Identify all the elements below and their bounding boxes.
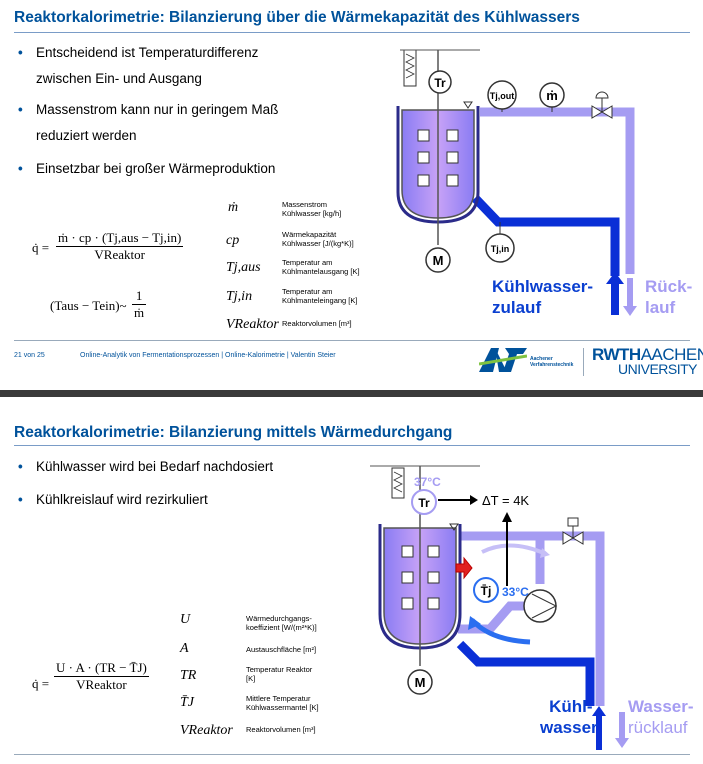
equation-denominator: VReaktor (54, 676, 149, 693)
footer-rule (14, 754, 690, 755)
proportionality: (Taus − Tein)~ (50, 298, 127, 313)
symbol-cp: cp (226, 233, 240, 248)
bullet-3: •Einsetzbar bei großer Wärmeproduktion (18, 161, 276, 176)
page-number: 21 von 25 (14, 352, 45, 359)
flow-arrow-upper (481, 543, 547, 556)
prop-den: ṁ (132, 304, 147, 320)
slide-separator (0, 380, 703, 414)
symbol-a-desc: Austauschfläche [m²] (246, 645, 317, 654)
symbol-u-desc: Wärmedurchgangs-koeffizient [W/(m²*K)] (246, 614, 317, 632)
heater-rod (391, 467, 405, 499)
bullet-2: •Massenstrom kann nur in geringem Maß (18, 102, 279, 117)
feed-pipe (456, 640, 595, 706)
return-arrow (623, 278, 637, 316)
proportionality-fraction: 1 ṁ (132, 288, 147, 321)
symbol-a: A (180, 641, 189, 656)
logo-divider (583, 348, 584, 376)
rwth-logo: RWTHAACHEN UNIVERSITY (592, 345, 703, 377)
svg-text:ṁ: ṁ (546, 88, 558, 103)
outlet-pipe (480, 107, 635, 274)
motor (425, 247, 451, 273)
prop-num: 1 (135, 288, 143, 303)
bullet-1: •Entscheidend ist Temperaturdifferenz (18, 45, 259, 60)
svg-text:Tr: Tr (434, 76, 446, 90)
sensor-tj (473, 577, 499, 603)
svg-text:T̄j: T̄j (481, 584, 492, 598)
symbol-tr-desc: Temperatur Reaktor[K] (246, 665, 313, 683)
bullet-1-cont: zwischen Ein- und Ausgang (36, 71, 202, 86)
equation-fraction: ṁ · cp · (Tj,aus − Tj,in) VReaktor (56, 230, 184, 263)
footer-rule (14, 340, 690, 341)
motor (407, 669, 433, 695)
bullet-2-cont: reduziert werden (36, 128, 137, 143)
svg-text:33°C: 33°C (502, 585, 529, 599)
footer-text: Online-Analytik von Fermentationsprozess… (80, 352, 336, 359)
slide-2: Reaktorkalorimetrie: Bilanzierung mittel… (0, 414, 703, 764)
reactor-diagram-1: M Tr Tj,out ṁ Tj,in (396, 49, 637, 316)
equation-denominator: VReaktor (56, 246, 184, 263)
inflow-arrow (606, 272, 624, 315)
svg-text:Tr: Tr (418, 496, 430, 510)
equation-fraction: U · A · (TR − T̄J) VReaktor (54, 660, 149, 693)
label-kuehlwasserzulauf: Kühlwasser-zulauf (492, 277, 594, 317)
symbol-mdot: ṁ (228, 200, 239, 215)
svg-text:M: M (433, 253, 444, 268)
sensor-tr (428, 70, 452, 94)
recirc-pipe (460, 531, 605, 706)
symbol-tjaus: Tj,aus (226, 260, 261, 275)
svg-text:Tj,out: Tj,out (490, 91, 515, 101)
equation-numerator: ṁ · cp · (Tj,aus − Tj,in) (58, 230, 182, 245)
slide-title: Reaktorkalorimetrie: Bilanzierung mittel… (14, 424, 453, 441)
equation-lhs: q̇ = (32, 676, 50, 691)
bullet-1: •Kühlwasser wird bei Bedarf nachdosiert (18, 459, 274, 474)
reactor-diagram-2: 37°C Tr ΔT = 4K T̄j 33°C M (370, 465, 629, 750)
bullet-2: •Kühlkreislauf wird rezirkuliert (18, 492, 208, 507)
label-wasserruecklauf: Wasser-rücklauf (628, 697, 694, 737)
symbol-vreaktor: VReaktor (226, 317, 279, 332)
svg-text:Tj,in: Tj,in (491, 244, 510, 254)
title-rule (14, 445, 690, 446)
avt-logo (479, 348, 527, 372)
title-rule (14, 32, 690, 33)
svg-text:37°C: 37°C (414, 475, 441, 489)
sensor-mdot (539, 82, 565, 108)
symbol-tr: TR (180, 668, 197, 683)
label-kuehlwasser: Kühl-wasser (540, 697, 598, 737)
equation-lhs: q̇ = (32, 240, 50, 255)
slide-title: Reaktorkalorimetrie: Bilanzierung über d… (14, 9, 580, 26)
return-arrow (615, 712, 629, 748)
sensor-tjout (487, 80, 517, 110)
svg-text:M: M (415, 675, 426, 690)
symbol-vreaktor-desc: Reaktorvolumen [m³] (282, 319, 352, 328)
inlet-pipe (471, 194, 620, 276)
slide-1: Reaktorkalorimetrie: Bilanzierung über d… (0, 0, 703, 380)
symbol-vreaktor-desc: Reaktorvolumen [m³] (246, 725, 316, 734)
symbol-u: U (180, 612, 191, 627)
label-ruecklauf: Rück-lauf (645, 277, 693, 317)
svg-text:ΔT = 4K: ΔT = 4K (482, 493, 529, 508)
symbol-vreaktor: VReaktor (180, 723, 233, 738)
sensor-tr (411, 489, 437, 515)
inflow-arrow (592, 706, 606, 750)
symbol-tjin: Tj,in (226, 289, 253, 304)
heat-flow-arrow (455, 556, 473, 580)
symbol-tj: T̄J (180, 695, 194, 710)
sensor-tjin (485, 233, 515, 263)
equation-numerator: U · A · (TR − T̄J) (56, 660, 147, 675)
